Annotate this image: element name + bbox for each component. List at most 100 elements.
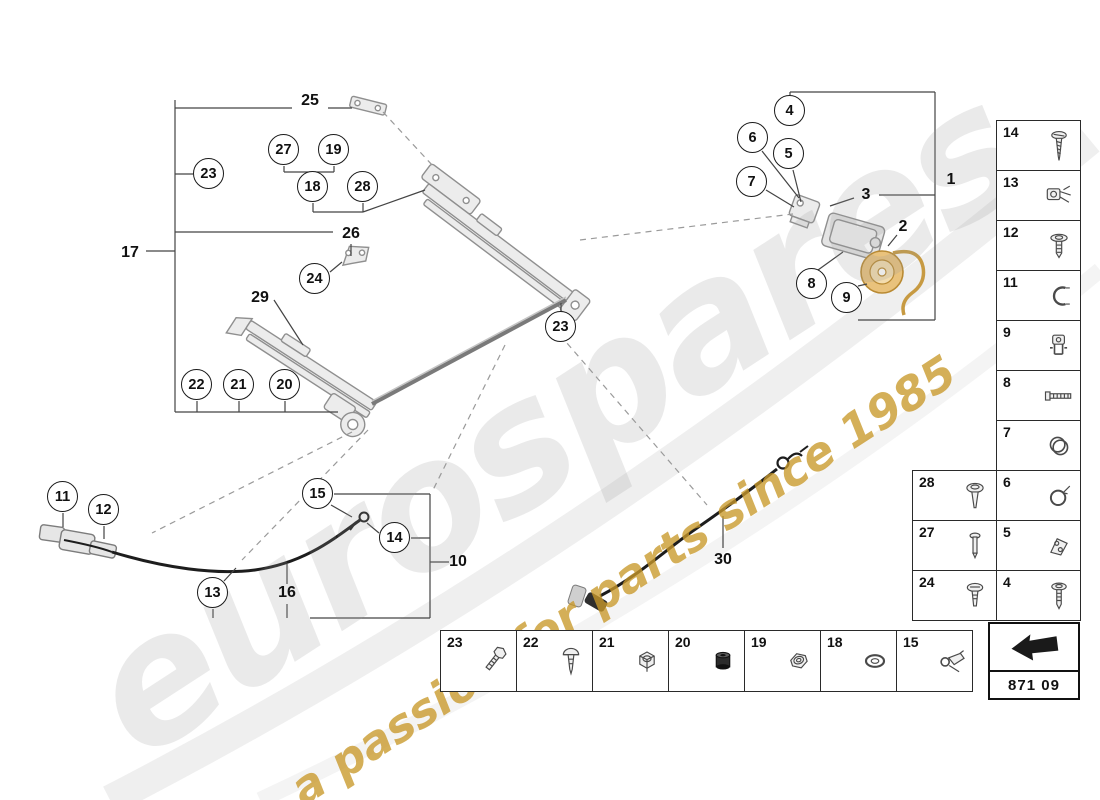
part-cell-22[interactable]: 22: [516, 630, 593, 692]
part-cell-7[interactable]: 7: [996, 420, 1081, 471]
cable-assembly-right: [567, 445, 809, 612]
part-cell-number: 18: [827, 634, 843, 650]
bushing-icon: [705, 643, 741, 679]
part-cell-6[interactable]: 6: [996, 470, 1081, 521]
part-cell-number: 12: [1003, 224, 1019, 240]
part-cell-number: 4: [1003, 574, 1011, 590]
part-label-2[interactable]: 2: [898, 218, 908, 235]
part-cell-23[interactable]: 23: [440, 630, 517, 692]
leader-lines: [62, 91, 936, 619]
flange-screw-icon: [1041, 578, 1077, 614]
part-cell-8[interactable]: 8: [996, 370, 1081, 421]
part-cell-number: 28: [919, 474, 935, 490]
part-cell-number: 24: [919, 574, 935, 590]
callout-15[interactable]: 15: [302, 478, 333, 509]
part-cell-27[interactable]: 27: [912, 520, 997, 571]
lower-rail-assembly: [225, 317, 377, 438]
part-label-29[interactable]: 29: [251, 289, 269, 306]
dome-screw-icon: [553, 643, 589, 679]
tapping-screw-icon: [1041, 128, 1077, 164]
pin-icon: [957, 528, 993, 564]
connecting-rod: [371, 298, 567, 406]
callout-21[interactable]: 21: [223, 369, 254, 400]
c-clip-icon: [1041, 278, 1077, 314]
connecting-rod-highlight: [371, 296, 567, 402]
part-cell-number: 20: [675, 634, 691, 650]
part-cell-number: 21: [599, 634, 615, 650]
parts-table-bottom: 23 22 21 20 19 18 15: [440, 630, 973, 692]
part-code-box: 871 09: [988, 622, 1080, 700]
part-cell-5[interactable]: 5: [996, 520, 1081, 571]
grommet-icon: [1041, 428, 1077, 464]
callout-24[interactable]: 24: [299, 263, 330, 294]
part-label-16[interactable]: 16: [278, 584, 296, 601]
part-label-30[interactable]: 30: [714, 551, 732, 568]
part-cell-9[interactable]: 9: [996, 320, 1081, 371]
callout-4[interactable]: 4: [774, 95, 805, 126]
part-cell-14[interactable]: 14: [996, 120, 1081, 171]
part-cell-15[interactable]: 15: [896, 630, 973, 692]
part-cell-13[interactable]: 13: [996, 170, 1081, 221]
part-code: 871 09: [1008, 676, 1060, 694]
callout-12[interactable]: 12: [88, 494, 119, 525]
cable-assembly-left: [38, 511, 370, 574]
part-label-26[interactable]: 26: [342, 225, 360, 242]
callout-19[interactable]: 19: [318, 134, 349, 165]
watermark-swoosh: [103, 128, 1100, 800]
part-label-17[interactable]: 17: [121, 244, 139, 261]
bracket-part-25: [349, 95, 388, 116]
part-cell-number: 7: [1003, 424, 1011, 440]
callout-11[interactable]: 11: [47, 481, 78, 512]
clamp-icon: [1041, 328, 1077, 364]
part-label-10[interactable]: 10: [449, 553, 467, 570]
direction-arrow-icon: [990, 624, 1078, 672]
callout-13[interactable]: 13: [197, 577, 228, 608]
drive-motor: [821, 212, 886, 261]
callout-8[interactable]: 8: [796, 268, 827, 299]
clip-bracket-icon: [1041, 528, 1077, 564]
part-cell-number: 13: [1003, 174, 1019, 190]
watermark-swoosh: [256, 263, 1100, 800]
rivet-icon: [957, 478, 993, 514]
sensor-clip-icon: [1041, 178, 1077, 214]
part-cell-18[interactable]: 18: [820, 630, 897, 692]
callout-28[interactable]: 28: [347, 171, 378, 202]
part-cell-24[interactable]: 24: [912, 570, 997, 621]
part-label-25[interactable]: 25: [301, 92, 319, 109]
callout-18[interactable]: 18: [297, 171, 328, 202]
part-cell-28[interactable]: 28: [912, 470, 997, 521]
callout-9[interactable]: 9: [831, 282, 862, 313]
part-cell-21[interactable]: 21: [592, 630, 669, 692]
part-cell-number: 22: [523, 634, 539, 650]
washer-icon: [857, 643, 893, 679]
part-cell-number: 14: [1003, 124, 1019, 140]
callout-27[interactable]: 27: [268, 134, 299, 165]
cable-clip-icon: [933, 643, 969, 679]
callout-14[interactable]: 14: [379, 522, 410, 553]
part-label-1[interactable]: 1: [946, 171, 956, 188]
part-cell-20[interactable]: 20: [668, 630, 745, 692]
callout-6[interactable]: 6: [737, 122, 768, 153]
callout-7[interactable]: 7: [736, 166, 767, 197]
callout-23[interactable]: 23: [193, 158, 224, 189]
callout-20[interactable]: 20: [269, 369, 300, 400]
part-cell-number: 8: [1003, 374, 1011, 390]
callout-22[interactable]: 22: [181, 369, 212, 400]
callout-5[interactable]: 5: [773, 138, 804, 169]
part-label-3[interactable]: 3: [861, 186, 871, 203]
bracket-part-26: [341, 245, 370, 267]
callout-23[interactable]: 23: [545, 311, 576, 342]
parts-artwork: [225, 95, 886, 438]
part-cell-11[interactable]: 11: [996, 270, 1081, 321]
part-cell-12[interactable]: 12: [996, 220, 1081, 271]
part-cell-4[interactable]: 4: [996, 570, 1081, 621]
part-cell-number: 27: [919, 524, 935, 540]
part-cell-number: 9: [1003, 324, 1011, 340]
part-cell-number: 15: [903, 634, 919, 650]
hex-screw-icon: [477, 643, 513, 679]
part-cell-19[interactable]: 19: [744, 630, 821, 692]
long-bolt-icon: [1041, 378, 1077, 414]
part-cell-number: 23: [447, 634, 463, 650]
